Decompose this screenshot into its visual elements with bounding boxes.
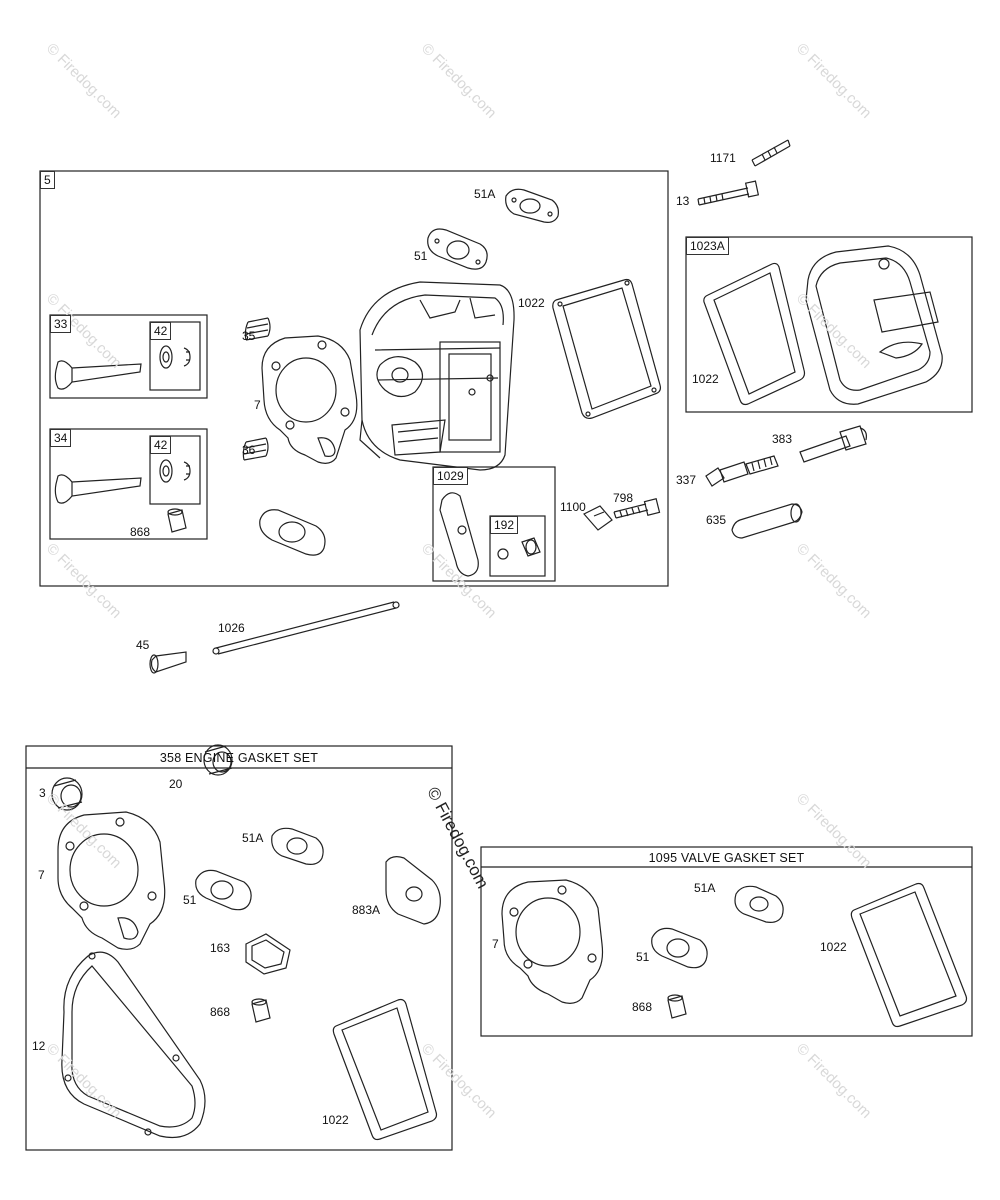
guide-1100 <box>583 505 613 531</box>
spark-plug-boot-383 <box>799 425 867 463</box>
part-label: 635 <box>706 513 727 527</box>
tube-635 <box>731 503 803 539</box>
part-label: 1022 <box>322 1113 349 1127</box>
retainer-frame-1 <box>149 321 201 391</box>
intake-valve-frame <box>49 314 208 399</box>
retainer-tag-2: 42 <box>150 436 172 454</box>
valve-gasket-set-frame <box>480 846 973 1037</box>
rocker-arm <box>439 492 479 577</box>
gasket-51-top <box>427 228 488 270</box>
gasket-163 <box>245 933 291 975</box>
part-label: 868 <box>130 525 151 539</box>
part-label: 51 <box>414 249 428 263</box>
gasket-set-frame <box>25 745 453 1151</box>
part-label: 51A <box>694 881 716 895</box>
part-label: 12 <box>32 1039 46 1053</box>
intake-valve-tag: 33 <box>50 315 72 333</box>
gasket-51A-top <box>505 188 559 223</box>
part-label: 51A <box>242 831 264 845</box>
gasket-intake-bottom <box>259 509 326 556</box>
cylinder-head-frame <box>39 170 669 587</box>
gasket-51-set <box>195 869 252 911</box>
valve-seal-868-valve <box>667 994 687 1019</box>
part-label: 1171 <box>710 151 736 165</box>
gasket-51-valve <box>651 927 708 969</box>
retainer-frame-2 <box>149 435 201 505</box>
part-label: 45 <box>136 638 150 652</box>
retainer-42-a <box>159 345 191 369</box>
gasket-883A <box>385 856 441 925</box>
part-label: 3 <box>39 786 46 800</box>
part-label: 51A <box>474 187 496 201</box>
part-label: 36 <box>242 443 256 457</box>
valve-cover-section-tag: 1023A <box>686 237 729 255</box>
exhaust-valve-tag: 34 <box>50 429 72 447</box>
gasket-51A-set <box>271 827 324 865</box>
part-label: 51 <box>183 893 197 907</box>
rocker-cover-gasket-1022-valve <box>850 882 968 1028</box>
exhaust-valve <box>54 474 142 504</box>
valve-spring-35 <box>244 317 271 341</box>
seal-20 <box>203 744 233 776</box>
part-label: 1100 <box>560 500 586 514</box>
gasket-51A-valve <box>734 885 784 923</box>
retainer-42-b <box>159 459 191 483</box>
rocker-ball-tag: 192 <box>490 516 519 534</box>
engine-gasket-set-title: 358 ENGINE GASKET SET <box>159 751 319 765</box>
part-label: 7 <box>492 937 499 951</box>
head-gasket-7-valve <box>501 879 604 1004</box>
crankcase-gasket-12 <box>61 951 206 1139</box>
rocker-ball <box>497 537 541 560</box>
part-label: 20 <box>169 777 183 791</box>
part-label: 383 <box>772 432 793 446</box>
valve-cover-gasket-1022 <box>703 262 806 406</box>
seal-3 <box>51 777 83 811</box>
part-label: 163 <box>210 941 231 955</box>
part-label: 883A <box>352 903 381 917</box>
part-label: 337 <box>676 473 697 487</box>
cylinder-head <box>359 281 515 471</box>
valve-seal-868-set <box>251 998 271 1023</box>
part-label: 1022 <box>692 372 719 386</box>
rocker-cover-gasket-1022-set <box>332 998 438 1141</box>
part-label: 1022 <box>820 940 847 954</box>
part-label: 7 <box>38 868 45 882</box>
breather-part <box>751 139 791 167</box>
exhaust-valve-frame <box>49 428 208 540</box>
part-label: 868 <box>632 1000 653 1014</box>
part-label: 1022 <box>518 296 545 310</box>
part-label: 13 <box>676 194 690 208</box>
spark-plug-337 <box>705 455 779 487</box>
part-label: 51 <box>636 950 650 964</box>
part-label: 1026 <box>218 621 245 635</box>
part-label: 35 <box>242 329 256 343</box>
part-label: 7 <box>254 398 261 412</box>
part-label: 868 <box>210 1005 231 1019</box>
tappet-45 <box>149 651 187 674</box>
valve-seal-868-top <box>167 508 187 533</box>
valve-cover <box>805 245 943 405</box>
valve-spring-36 <box>242 437 269 461</box>
head-section-tag: 5 <box>40 171 55 189</box>
pushrod-1026 <box>212 601 400 655</box>
head-gasket-7-set <box>57 811 166 950</box>
intake-valve <box>54 360 142 390</box>
retainer-tag-1: 42 <box>150 322 172 340</box>
valve-gasket-set-title: 1095 VALVE GASKET SET <box>648 851 805 865</box>
bolt-13 <box>697 180 760 206</box>
stud-798 <box>613 498 661 519</box>
valve-cover-frame <box>685 236 973 413</box>
head-gasket-7-top <box>261 335 358 464</box>
gasket-1022-top <box>552 278 662 420</box>
rocker-arm-tag: 1029 <box>433 467 468 485</box>
part-label: 798 <box>613 491 634 505</box>
